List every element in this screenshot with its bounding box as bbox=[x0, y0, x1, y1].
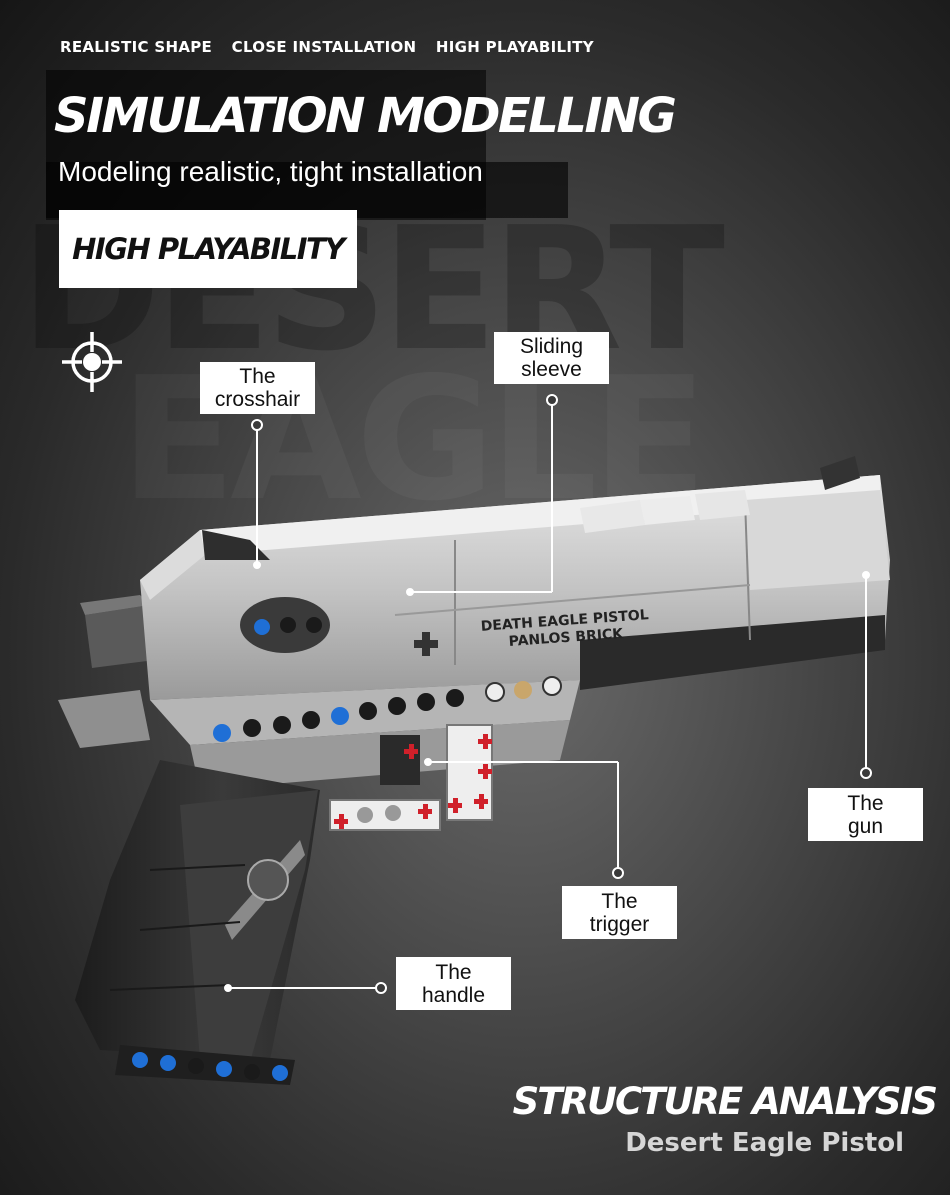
gun-grip bbox=[75, 760, 320, 1085]
callout-trigger-line-1: The bbox=[601, 889, 638, 913]
crosshair-target-icon bbox=[62, 332, 122, 392]
callout-handle-line-1: The bbox=[435, 960, 472, 984]
trigger-assembly bbox=[329, 724, 493, 831]
callout-gun-line-2: gun bbox=[847, 814, 884, 838]
callout-sliding-sleeve-line-2: sleeve bbox=[521, 358, 582, 381]
callout-sliding-sleeve-line-1: Sliding bbox=[519, 335, 584, 358]
footer-subtitle: Desert Eagle Pistol bbox=[625, 1128, 904, 1158]
tag-high-playability: HIGH PLAYABILITY bbox=[435, 38, 594, 56]
callout-crosshair-line-1: The bbox=[239, 365, 276, 388]
subheadline: Modeling realistic, tight installation bbox=[58, 156, 483, 187]
tag-realistic-shape: REALISTIC SHAPE bbox=[60, 38, 213, 56]
subtitle-backdrop bbox=[46, 162, 568, 218]
tag-close-installation: CLOSE INSTALLATION bbox=[231, 38, 417, 56]
callout-handle-line-2: handle bbox=[421, 983, 486, 1007]
callout-gun-line-1: The bbox=[847, 791, 884, 815]
callout-trigger-line-2: trigger bbox=[589, 912, 650, 936]
rear-hammer bbox=[58, 595, 155, 748]
gun-slide bbox=[140, 456, 890, 700]
side-knob bbox=[240, 597, 330, 653]
high-playability-badge: HIGH PLAYABILITY bbox=[59, 210, 357, 288]
callout-crosshair-line-2: crosshair bbox=[214, 388, 301, 411]
footer-title: STRUCTURE ANALYSIS bbox=[512, 1080, 938, 1123]
cross-connector-icon bbox=[414, 632, 438, 656]
feature-tags: REALISTIC SHAPE CLOSE INSTALLATION HIGH … bbox=[60, 38, 608, 56]
headline: SIMULATION MODELLING bbox=[54, 88, 677, 144]
